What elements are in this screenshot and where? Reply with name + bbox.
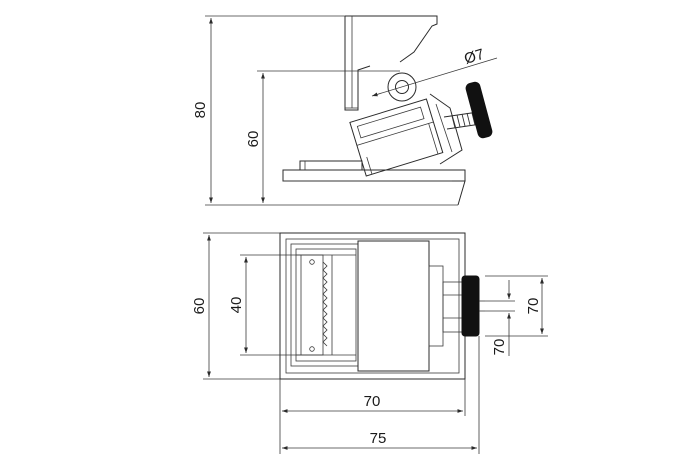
dim-75-label: 75 (370, 430, 387, 447)
plan-view: 60 40 70 75 (191, 232, 548, 454)
dim-80-label: 80 (192, 102, 209, 119)
side-bracket (429, 93, 463, 165)
dim-70-horizontal: 70 (279, 379, 466, 454)
dim-screw-upper-label: 70 (525, 298, 542, 315)
dim-40-label: 40 (228, 297, 245, 314)
dim-75: 75 (282, 336, 480, 454)
lead-screw (443, 111, 482, 130)
dim-60-side-label: 60 (245, 131, 262, 148)
tilted-vise-body (349, 98, 444, 177)
dim-60-plan: 60 (191, 232, 280, 380)
knob-plan (461, 275, 480, 337)
knob-side (465, 81, 493, 139)
plan-screw-housing (428, 265, 463, 347)
pivot-hole (395, 80, 409, 94)
dim-70-horizontal-label: 70 (364, 393, 381, 410)
dim-screw-lower-label: 70 (491, 339, 508, 356)
dim-screw: 70 70 (485, 275, 548, 356)
dim-60-plan-label: 60 (191, 298, 208, 315)
plan-base-inner (285, 238, 460, 374)
pivot-eye (387, 72, 417, 102)
dim-60-side: 60 (245, 70, 400, 203)
jaw-upright (344, 15, 438, 111)
base-plate (282, 169, 466, 206)
dim-40: 40 (228, 254, 301, 356)
plan-movable-body (357, 240, 430, 372)
dim-hole: Ø7 (371, 46, 498, 97)
base-block (299, 160, 363, 171)
plan-fixed-jaw (290, 243, 359, 367)
dim-hole-label: Ø7 (462, 46, 486, 68)
dim-80: 80 (192, 15, 458, 206)
side-view: 80 60 Ø7 (192, 15, 498, 206)
